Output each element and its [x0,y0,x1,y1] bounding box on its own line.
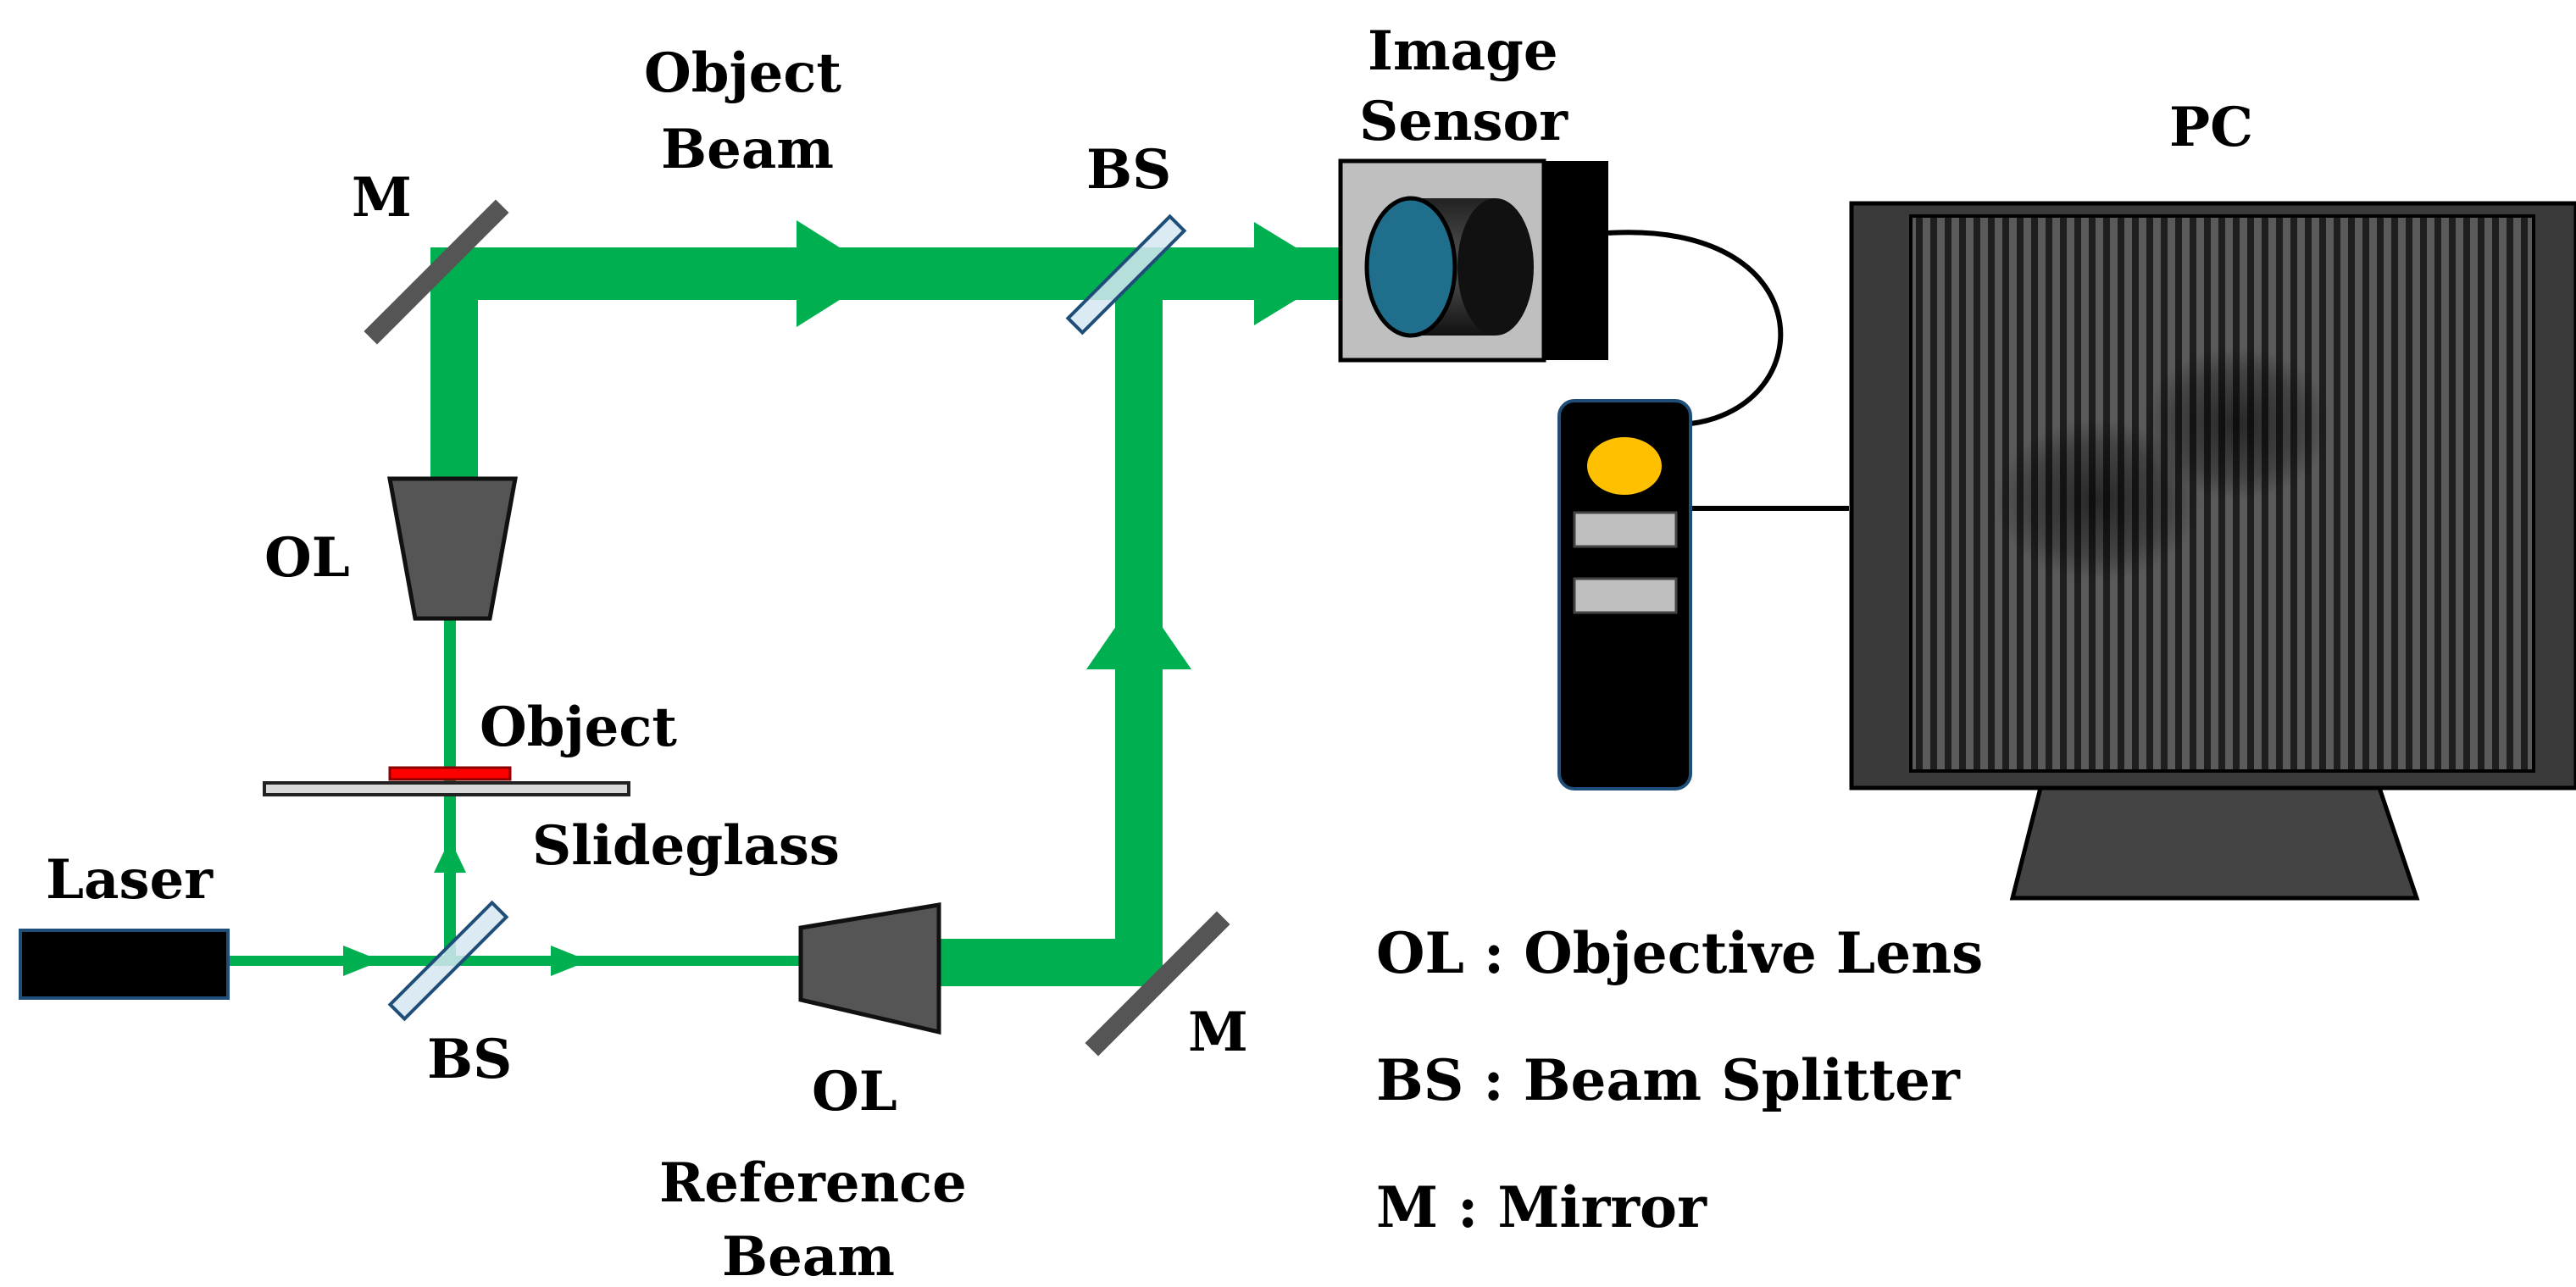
monitor-stand [2009,785,2420,901]
object-beam-horizontal [430,247,1388,300]
image-sensor [1338,158,1608,363]
label-mirror-top: M [352,166,412,230]
controller-indicator-light [1587,437,1662,495]
label-ol-bottom: OL [812,1060,897,1123]
controller-box [1557,399,1692,791]
image-sensor-barrel-end [1457,198,1534,336]
objective-lens-left [387,476,518,621]
controller-slot-2 [1573,577,1678,614]
label-object: Object [480,696,677,759]
legend-bs: BS : Beam Splitter [1376,1047,1961,1113]
legend-m: M : Mirror [1376,1174,1707,1240]
hologram-fringe-blob-1 [1996,419,2199,580]
label-bs-top: BS [1086,138,1171,202]
arrow-reference-thin [551,946,589,976]
object-beam-vertical [430,271,478,483]
label-bs-bottom: BS [427,1028,512,1091]
pc-monitor [1849,201,2576,901]
cable-sensor-to-controller [1607,230,1784,426]
laser-source [19,929,230,1000]
objective-lens-bottom [798,902,941,1035]
label-object-beam-1: Object [644,42,841,105]
laser-beam [229,956,805,966]
label-image-sensor-1: Image [1368,19,1558,83]
arrow-illumination-up [434,839,466,873]
arrow-laser [343,946,381,976]
legend: OL : Objective Lens BS : Beam Splitter M… [1376,920,1983,1240]
label-laser: Laser [46,848,214,912]
labels: Object Beam M BS Image Sensor PC OL Obje… [46,19,2253,1287]
mirror-bottom [1085,911,1230,1057]
label-pc: PC [2169,96,2253,159]
arrow-object-beam [797,220,881,327]
controller-slot-1 [1573,511,1678,548]
label-slideglass: Slideglass [532,814,840,878]
label-object-beam-2: Beam [661,118,834,181]
hologram-fringe-blob-2 [2144,347,2330,500]
label-ol-left: OL [264,526,350,590]
beam-splitter-bottom [387,900,509,1022]
label-reference-beam-2: Beam [722,1225,895,1283]
image-sensor-lens [1364,196,1457,338]
beam-arrows [343,220,1339,976]
object-sample [388,766,512,781]
label-reference-beam-1: Reference [659,1151,967,1215]
label-image-sensor-2: Sensor [1359,90,1568,153]
label-mirror-bottom: M [1188,1001,1248,1064]
arrow-image-sensor [1254,222,1339,325]
mirror-top [364,199,509,345]
arrow-reference-up [1086,593,1191,669]
legend-ol: OL : Objective Lens [1376,920,1983,986]
slideglass [263,781,630,796]
image-sensor-back [1544,161,1608,360]
beam-splitter-top [1065,214,1187,336]
